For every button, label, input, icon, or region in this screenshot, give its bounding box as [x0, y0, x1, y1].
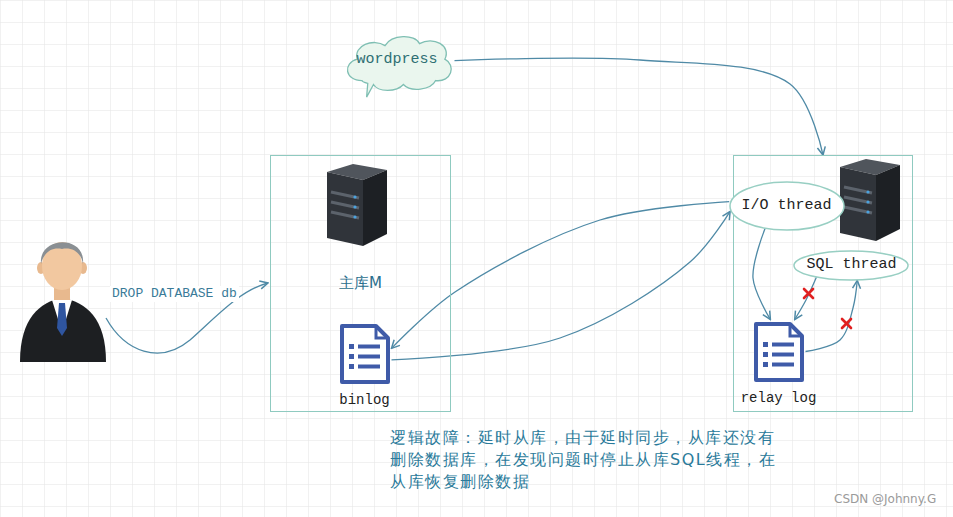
- document-bullet: [349, 364, 354, 369]
- node-outline: [338, 322, 392, 386]
- document-bullet: [763, 342, 768, 347]
- document-line: [772, 342, 794, 346]
- node-outline: [752, 320, 806, 384]
- red-cross-mark: [804, 289, 813, 298]
- master-server-box: 主库M binlog: [270, 155, 451, 412]
- io-thread-ellipse: I/O thread: [729, 181, 845, 231]
- document-outline: [756, 324, 802, 380]
- note-text: 逻辑故障：延时从库，由于延时同步，从库还没有 删除数据库，在发现问题时停止从库S…: [390, 427, 802, 493]
- document-outline: [342, 326, 388, 382]
- document-bullet: [763, 352, 768, 357]
- node-text: 主库M: [271, 274, 450, 292]
- document-line: [772, 362, 794, 366]
- cloud-outline: [348, 37, 452, 97]
- document-bullet: [349, 354, 354, 359]
- document-bullet: [349, 344, 354, 349]
- document-fold: [376, 326, 388, 338]
- binlog-file: binlog: [338, 322, 392, 386]
- connector-arrow: [795, 277, 817, 319]
- person-icon: [20, 242, 106, 362]
- ellipse-outline: [730, 182, 844, 230]
- document-fold: [790, 324, 802, 336]
- sql-thread-ellipse: SQL thread: [793, 250, 909, 281]
- watermark: CSDN @Johnny.G: [832, 492, 938, 506]
- node-text: SQL thread: [806, 256, 896, 274]
- slave-server-box: I/O threadSQL thread relay log: [733, 155, 913, 412]
- relay-log-file: relay log: [752, 320, 806, 384]
- command-arrow: [106, 283, 268, 353]
- node-text: relay log: [741, 390, 817, 407]
- document-line: [358, 354, 380, 358]
- slave-server-icon: [840, 159, 900, 241]
- ellipse-outline: [794, 251, 908, 280]
- document-line: [358, 364, 380, 368]
- document-line: [358, 344, 380, 348]
- connector-arrow: [392, 202, 730, 349]
- cloud-bubble: wordpress: [339, 32, 454, 100]
- node-text: I/O thread: [742, 197, 832, 215]
- node-text: binlog: [339, 392, 389, 409]
- connector-arrow: [455, 58, 824, 155]
- document-bullet: [763, 362, 768, 367]
- connector-arrow: [753, 229, 770, 320]
- document-line: [772, 352, 794, 356]
- connector-arrow: [806, 280, 858, 351]
- red-cross-mark: [842, 319, 851, 328]
- connector-arrow: [392, 211, 731, 360]
- node-text: wordpress: [356, 51, 437, 69]
- master-server-icon: [327, 164, 387, 246]
- command-label: DROP DATABASE db: [110, 286, 239, 302]
